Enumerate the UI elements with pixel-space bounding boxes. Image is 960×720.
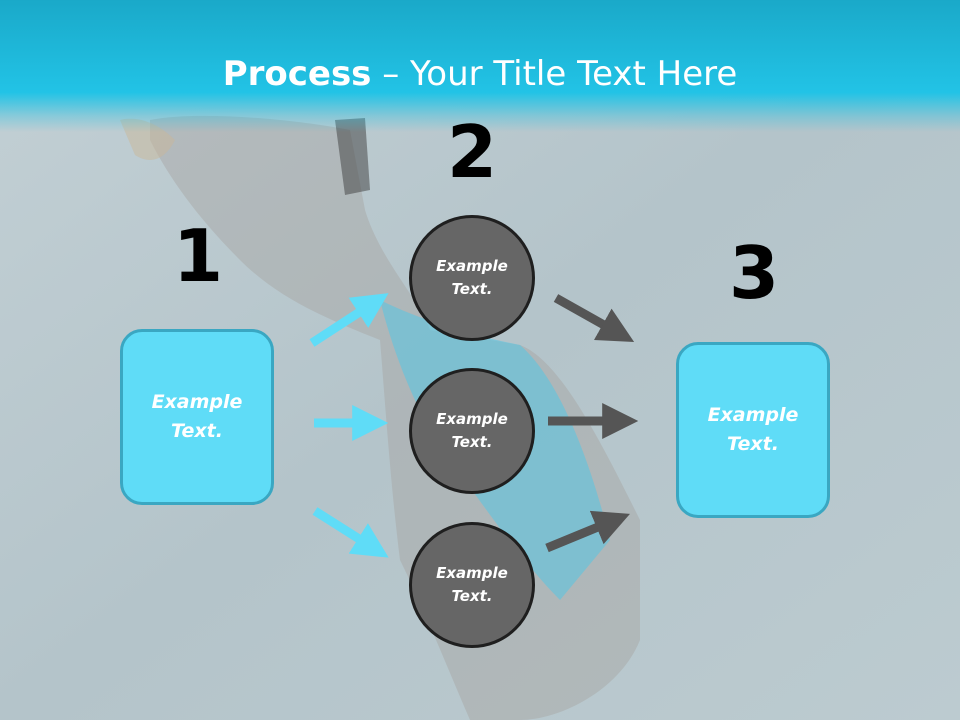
step-1-text: Example Text. (151, 391, 243, 442)
step-2-circle-top-text: Example Text. (436, 257, 508, 298)
step-3-box: Example Text. (676, 342, 830, 518)
arrow-to-bottom-circle (312, 507, 389, 558)
step-3-text: Example Text. (707, 404, 799, 455)
title-bar (0, 0, 960, 132)
step-2-circle-bottom-text: Example Text. (436, 564, 508, 605)
step-1-box: Example Text. (120, 329, 274, 505)
arrow-from-top-circle (553, 294, 635, 342)
slide-title: Process – Your Title Text Here (0, 52, 960, 96)
arrow-to-top-circle (309, 293, 389, 347)
title-rest: – Your Title Text Here (371, 54, 738, 94)
step-2-circle-bottom: Example Text. (409, 522, 535, 648)
arrow-from-bottom-circle (545, 510, 630, 553)
step-2-circle-middle: Example Text. (409, 368, 535, 494)
step-2-number: 2 (446, 110, 498, 194)
step-2-circle-top: Example Text. (409, 215, 535, 341)
title-bold: Process (222, 54, 372, 94)
step-3-number: 3 (728, 231, 780, 315)
step-1-number: 1 (172, 214, 224, 298)
step-2-circle-middle-text: Example Text. (436, 410, 508, 451)
